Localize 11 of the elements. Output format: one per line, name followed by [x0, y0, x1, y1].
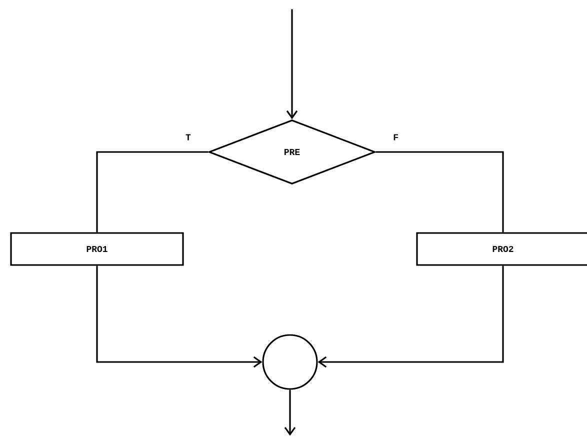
arrow [96, 266, 262, 368]
edge-label: F [394, 134, 398, 140]
connector-circle [262, 334, 318, 390]
connector-line [376, 151, 504, 232]
connector-line [96, 151, 208, 232]
arrow [286, 9, 298, 120]
process-box: PRO2 [416, 232, 587, 266]
arrow [284, 390, 296, 436]
arrow [318, 266, 504, 368]
edge-label: T [186, 134, 191, 140]
process-box: PRO1 [10, 232, 184, 266]
